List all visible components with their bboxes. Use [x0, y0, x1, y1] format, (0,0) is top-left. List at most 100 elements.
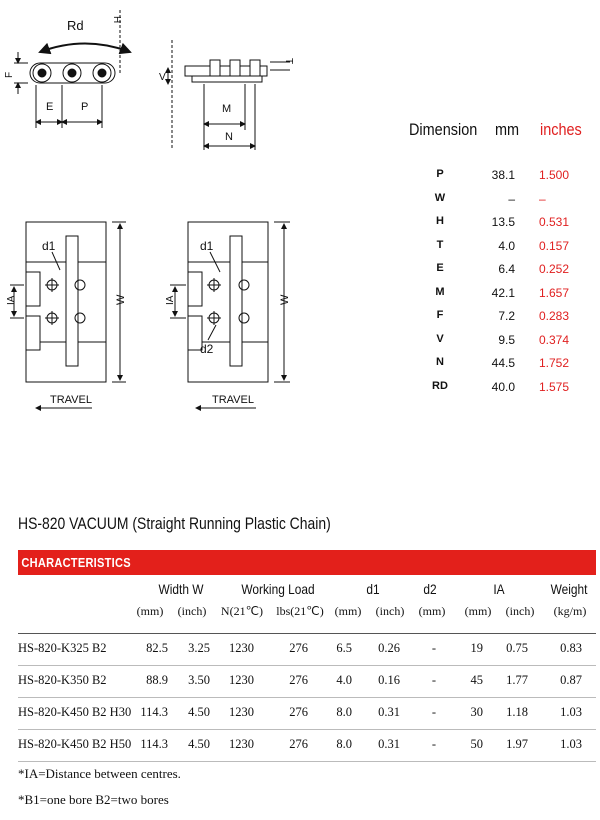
dimension-inches: 0.252 — [539, 262, 570, 276]
width-inch-cell: 4.50 — [188, 705, 210, 719]
row-divider — [18, 761, 596, 762]
dimension-name: V — [436, 332, 444, 345]
technical-drawings: Rd H F E P V T — [4, 10, 294, 411]
sub-d1-inch: (inch) — [375, 604, 405, 618]
dimension-name: P — [436, 168, 444, 180]
sub-d1-mm: (mm) — [334, 604, 362, 618]
sub-width-inch: (inch) — [177, 604, 207, 618]
label-travel-left: TRAVEL — [50, 394, 92, 406]
label-rd: Rd — [67, 18, 84, 33]
header-weight: Weight — [550, 581, 588, 597]
sub-weight-kgm: (kg/m) — [553, 604, 587, 618]
label-w-left: W — [115, 294, 127, 305]
weight-cell: 1.03 — [560, 705, 582, 719]
sub-width-mm: (mm) — [136, 604, 164, 618]
ia-inch-cell: 0.75 — [506, 641, 528, 655]
ia-mm-cell: 19 — [470, 641, 484, 655]
label-e: E — [46, 101, 53, 113]
weight-cell: 1.03 — [560, 737, 582, 751]
ia-inch-cell: 1.18 — [506, 705, 528, 719]
dimension-inches: 0.157 — [539, 238, 570, 253]
model-cell: HS-820-K450 B2 H30 — [18, 705, 132, 719]
d2-cell: - — [431, 641, 436, 655]
label-t: T — [283, 58, 294, 64]
sub-ia-mm: (mm) — [464, 604, 492, 618]
dimension-inches: – — [539, 191, 546, 206]
plan-view-one-bore: d1 IA W TRAVEL — [6, 221, 127, 411]
label-d1-right: d1 — [200, 239, 214, 253]
label-d2: d2 — [200, 342, 214, 356]
dimension-name: W — [434, 191, 446, 204]
ia-mm-cell: 45 — [470, 673, 484, 687]
dimension-inches: 0.374 — [539, 332, 570, 347]
label-d1-left: d1 — [42, 239, 56, 253]
header-d2: d2 — [423, 581, 437, 597]
label-h: H — [111, 16, 122, 23]
note-bores: *B1=one bore B2=two bores — [18, 792, 169, 807]
d2-cell: - — [431, 737, 436, 751]
row-divider — [18, 665, 596, 666]
d1-mm-cell: 8.0 — [336, 705, 352, 719]
model-cell: HS-820-K350 B2 — [18, 673, 107, 687]
dimension-row: W–– — [395, 192, 595, 214]
dimension-mm: 38.1 — [491, 168, 515, 182]
inches-header: inches — [540, 120, 582, 139]
dimension-row: M 42.1 1.657 — [395, 286, 595, 308]
sub-ia-inch: (inch) — [505, 604, 535, 618]
dimension-mm: 42.1 — [491, 285, 515, 300]
dimension-mm: 6.4 — [498, 262, 515, 276]
width-mm-cell: 88.9 — [146, 673, 168, 687]
ia-inch-cell: 1.97 — [506, 737, 528, 751]
ia-inch-cell: 1.77 — [506, 673, 528, 687]
dimension-row: E 6.4 0.252 — [395, 262, 595, 284]
dimension-mm: 40.0 — [491, 379, 515, 394]
dimension-header: Dimension — [409, 120, 478, 139]
d1-inch-cell: 0.31 — [378, 705, 400, 719]
d2-cell: - — [431, 705, 436, 719]
d1-mm-cell: 4.0 — [336, 673, 352, 687]
dimension-name: M — [435, 285, 445, 298]
ia-mm-cell: 50 — [470, 737, 484, 751]
dimension-inches: 0.531 — [539, 215, 570, 229]
label-v: V — [159, 72, 166, 83]
sub-d2-mm: (mm) — [418, 604, 446, 618]
load-n-cell: 1230 — [229, 737, 254, 751]
plan-view-two-bores: d1 d2 IA W TRAVEL — [165, 221, 291, 411]
dimension-name: E — [436, 262, 444, 274]
width-inch-cell: 3.50 — [188, 673, 210, 687]
sub-load-n: N(21℃) — [220, 604, 264, 618]
d1-inch-cell: 0.26 — [378, 641, 400, 655]
load-lbs-cell: 276 — [289, 737, 308, 751]
load-n-cell: 1230 — [229, 673, 254, 687]
product-title: HS-820 VACUUM (Straight Running Plastic … — [18, 514, 331, 533]
model-cell: HS-820-K450 B2 H50 — [18, 737, 132, 751]
front-view-drawing: V T M N — [159, 40, 294, 150]
dimension-inches: 1.657 — [539, 285, 570, 300]
d1-inch-cell: 0.16 — [378, 673, 400, 687]
header-d1: d1 — [366, 581, 380, 597]
width-mm-cell: 114.3 — [140, 705, 168, 719]
characteristics-label: CHARACTERISTICS — [21, 555, 131, 570]
header-width: Width W — [158, 581, 204, 597]
width-inch-cell: 3.25 — [188, 641, 210, 655]
load-lbs-cell: 276 — [289, 641, 308, 655]
ia-mm-cell: 30 — [470, 705, 484, 719]
load-lbs-cell: 276 — [289, 673, 308, 687]
label-m: M — [222, 103, 231, 115]
model-cell: HS-820-K325 B2 — [18, 641, 107, 655]
d2-cell: - — [431, 673, 436, 687]
load-n-cell: 1230 — [229, 641, 254, 655]
dimension-mm: 7.2 — [498, 309, 515, 323]
dimension-inches: 0.283 — [539, 309, 570, 323]
dimension-name: F — [436, 309, 444, 321]
weight-cell: 0.83 — [560, 641, 582, 655]
row-divider — [18, 729, 596, 730]
dimension-mm: 44.5 — [491, 356, 515, 370]
width-mm-cell: 114.3 — [140, 737, 168, 751]
label-ia-left: IA — [6, 295, 17, 305]
dimension-mm: – — [508, 191, 515, 206]
